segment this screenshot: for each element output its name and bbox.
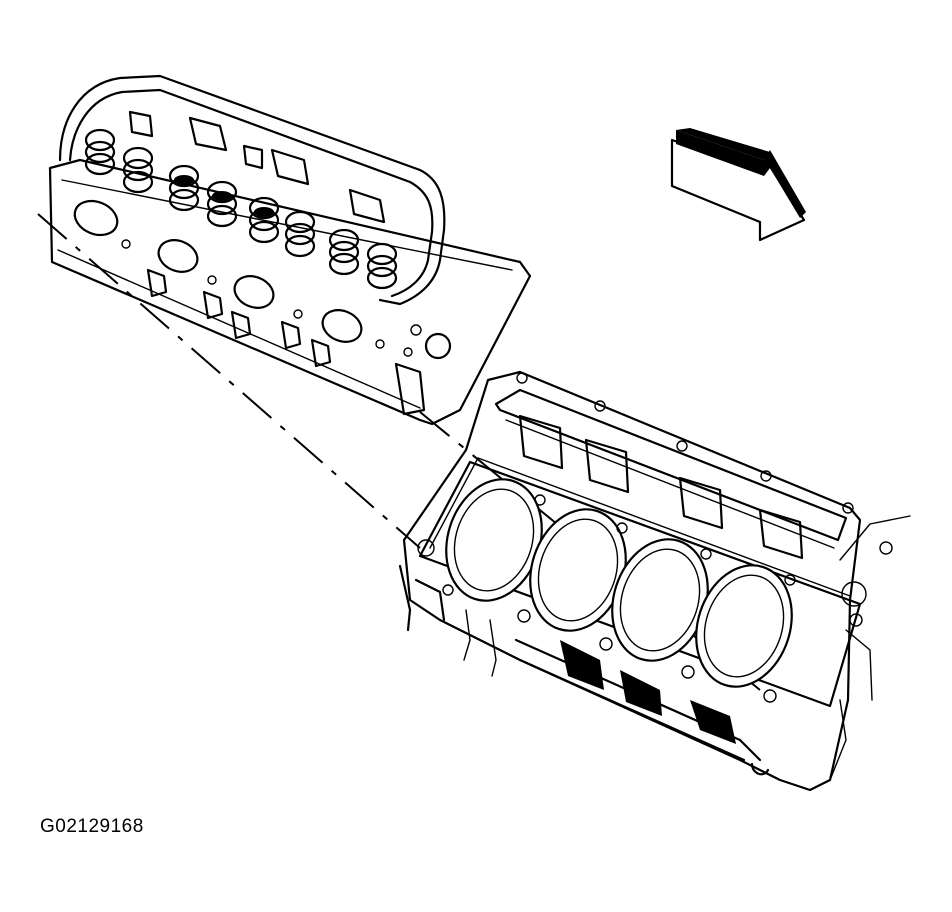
figure-id-label: G02129168 [40,816,144,837]
cylinder-head-illustration [48,74,532,426]
front-direction-arrow-icon [670,128,806,242]
gasket-illustration [417,478,867,703]
block-side-detail [398,515,911,781]
